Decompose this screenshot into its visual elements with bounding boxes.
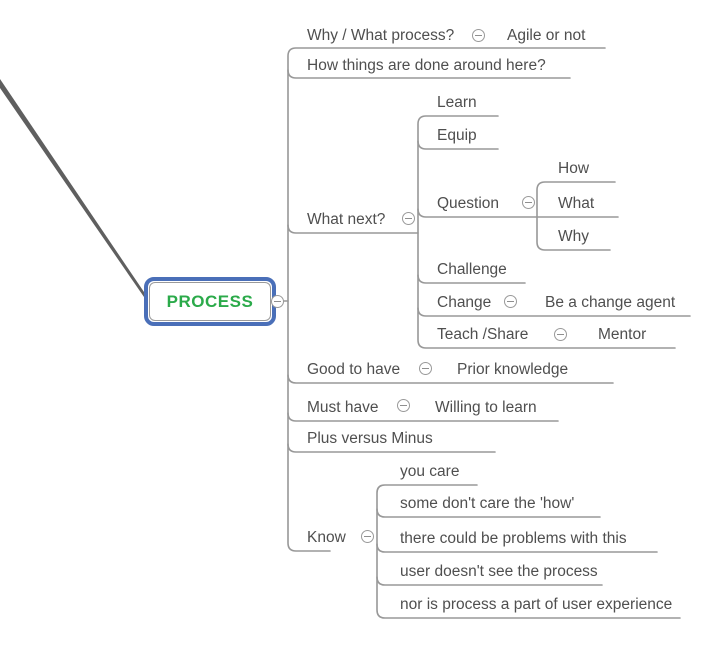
branch-lines (282, 47, 691, 619)
node-there-could-be-problems[interactable]: there could be problems with this (400, 530, 627, 547)
node-equip[interactable]: Equip (437, 127, 477, 144)
must-have-underline (287, 412, 559, 422)
node-why-what-process[interactable]: Why / What process? (307, 27, 455, 44)
node-know[interactable]: Know (307, 529, 346, 546)
node-how-things-done[interactable]: How things are done around here? (307, 57, 546, 74)
node-agile-or-not[interactable]: Agile or not (507, 27, 586, 44)
node-what-next[interactable]: What next? (307, 211, 386, 228)
minus-glyph (475, 35, 482, 36)
node-you-care[interactable]: you care (400, 463, 460, 480)
minus-glyph (274, 301, 281, 302)
root-node-label: PROCESS (166, 291, 254, 311)
there-could-underline (376, 543, 658, 553)
collapse-icon-must-have[interactable] (397, 399, 410, 412)
node-be-a-change-agent[interactable]: Be a change agent (545, 294, 676, 311)
root-node-inner-border: PROCESS (149, 282, 271, 321)
node-nor-is-process[interactable]: nor is process a part of user experience (400, 596, 673, 613)
collapse-icon-teach-share[interactable] (554, 328, 567, 341)
good-to-have-underline (287, 374, 614, 384)
minus-glyph (422, 368, 429, 369)
minus-glyph (507, 301, 514, 302)
minus-glyph (400, 405, 407, 406)
node-prior-knowledge[interactable]: Prior knowledge (457, 361, 569, 378)
node-mentor[interactable]: Mentor (598, 326, 647, 343)
know-children-trunk (376, 484, 681, 619)
how-things-underline (287, 69, 571, 79)
node-teach-share[interactable]: Teach /Share (437, 326, 529, 343)
main-trunk-line (287, 47, 606, 552)
collapse-icon-change[interactable] (504, 295, 517, 308)
node-must-have[interactable]: Must have (307, 399, 379, 416)
plus-minus-underline (287, 443, 496, 453)
node-change[interactable]: Change (437, 294, 492, 311)
minus-glyph (557, 334, 564, 335)
root-node-process[interactable]: PROCESS (144, 277, 276, 326)
node-how[interactable]: How (558, 160, 590, 177)
question-children-trunk (536, 181, 616, 251)
node-what[interactable]: What (558, 195, 595, 212)
some-dont-underline (376, 508, 601, 518)
collapse-icon-what-next[interactable] (402, 212, 415, 225)
collapse-icon-good-to-have[interactable] (419, 362, 432, 375)
node-question[interactable]: Question (437, 195, 500, 212)
node-plus-versus-minus[interactable]: Plus versus Minus (307, 430, 433, 447)
equip-underline (417, 140, 499, 150)
change-underline (417, 307, 691, 317)
node-challenge[interactable]: Challenge (437, 261, 507, 278)
node-willing-to-learn[interactable]: Willing to learn (435, 399, 537, 416)
node-user-doesnt-see[interactable]: user doesn't see the process (400, 563, 598, 580)
node-good-to-have[interactable]: Good to have (307, 361, 401, 378)
collapse-icon-know[interactable] (361, 530, 374, 543)
minus-glyph (364, 536, 371, 537)
minus-glyph (525, 202, 532, 203)
user-doesnt-underline (376, 576, 603, 586)
what-next-underline (287, 224, 419, 234)
what-next-children-trunk (417, 115, 676, 349)
node-learn[interactable]: Learn (437, 94, 477, 111)
node-why[interactable]: Why (558, 228, 589, 245)
collapse-icon-question[interactable] (522, 196, 535, 209)
collapse-icon-root[interactable] (271, 295, 284, 308)
question-what-underline (417, 208, 619, 218)
parent-link-line (0, 79, 144, 297)
minus-glyph (405, 218, 412, 219)
collapse-icon-why-what[interactable] (472, 29, 485, 42)
node-some-dont-care[interactable]: some don't care the 'how' (400, 495, 575, 512)
challenge-underline (417, 274, 526, 284)
